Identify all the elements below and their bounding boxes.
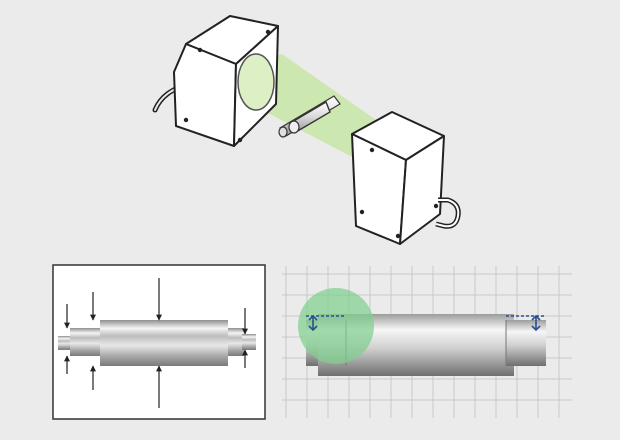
offset-markers <box>306 314 544 332</box>
receiver-head <box>351 111 445 245</box>
stepped-shaft <box>58 320 256 366</box>
target-shaft <box>278 95 341 138</box>
emitter-head <box>173 15 279 147</box>
sensor-illustration <box>152 15 461 245</box>
focus-highlight <box>298 288 374 364</box>
grid-measurement-panel <box>282 266 572 418</box>
measurement-arrows <box>64 278 248 408</box>
profile-measurement-panel <box>52 264 266 420</box>
